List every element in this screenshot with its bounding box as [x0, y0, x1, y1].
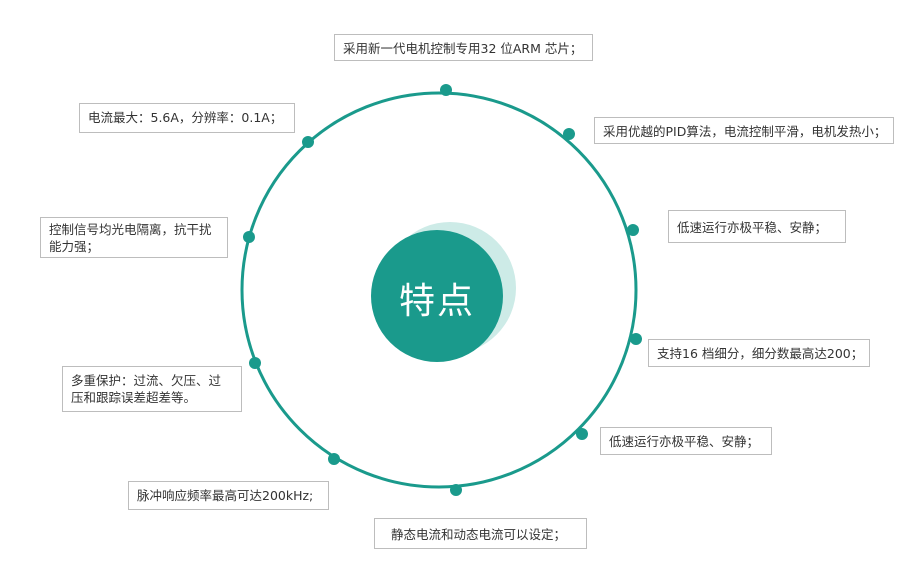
center-disc: [371, 230, 503, 362]
outer-ring: [240, 91, 638, 489]
ring-node-1: [440, 84, 452, 96]
ring-node-9: [243, 231, 255, 243]
ring-node-3: [627, 224, 639, 236]
ring-node-4: [630, 333, 642, 345]
center-title: 特点: [398, 281, 475, 322]
feature-box-7: 脉冲响应频率最高可达200kHz;: [128, 481, 329, 510]
feature-box-2: 采用优越的PID算法，电流控制平滑，电机发热小；: [594, 117, 894, 144]
feature-box-5: 低速运行亦极平稳、安静；: [600, 427, 772, 455]
ring-node-5: [576, 428, 588, 440]
ring-node-8: [249, 357, 261, 369]
feature-box-4: 支持16 档细分，细分数最高达200；: [648, 339, 870, 367]
feature-box-1: 采用新一代电机控制专用32 位ARM 芯片；: [334, 34, 593, 61]
ring-node-2: [563, 128, 575, 140]
feature-box-6: 静态电流和动态电流可以设定；: [374, 518, 587, 549]
feature-box-9: 控制信号均光电隔离，抗干扰能力强；: [40, 217, 228, 258]
ring-node-6: [450, 484, 462, 496]
ring-node-7: [328, 453, 340, 465]
feature-box-8: 多重保护：过流、欠压、过压和跟踪误差超差等。: [62, 366, 242, 412]
feature-box-3: 低速运行亦极平稳、安静；: [668, 210, 846, 243]
feature-box-10: 电流最大：5.6A，分辨率：0.1A；: [79, 103, 295, 133]
ring-node-10: [302, 136, 314, 148]
